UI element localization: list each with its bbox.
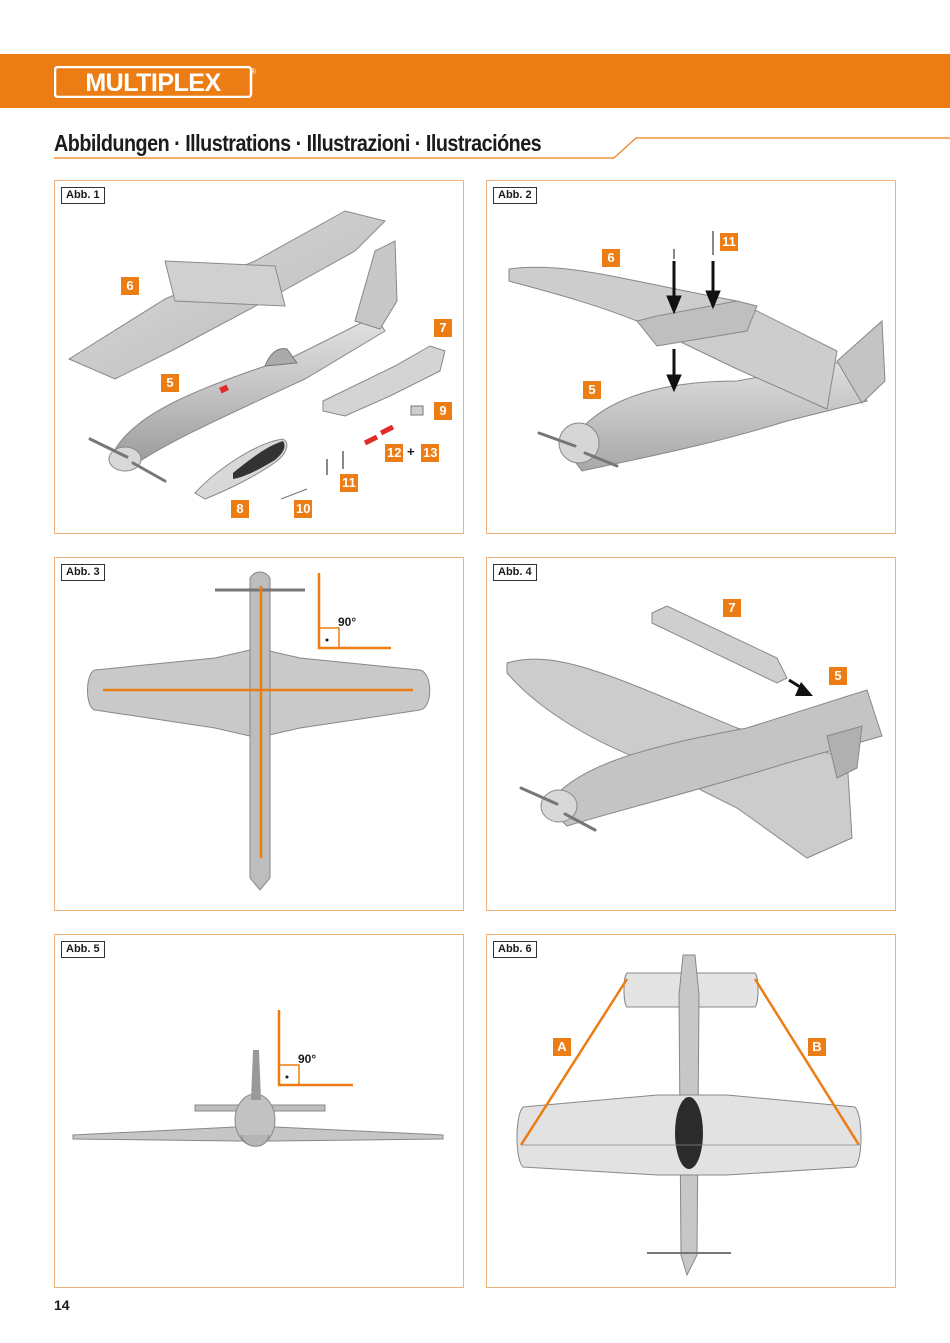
figure-1-label: Abb. 1 — [61, 187, 105, 204]
figure-4-label: Abb. 4 — [493, 564, 537, 581]
part-badge-5: 5 — [161, 374, 179, 392]
plus-sign: + — [407, 444, 415, 459]
part-badge-5: 5 — [829, 667, 847, 685]
figure-3-drawing — [87, 571, 431, 891]
page-title: Abbildungen · Illustrations · Illustrazi… — [54, 130, 542, 156]
figure-2-panel: Abb. 2 6 11 5 — [486, 180, 896, 534]
figure-5-label: Abb. 5 — [61, 941, 105, 958]
part-badge-11: 11 — [720, 233, 738, 251]
figure-1-panel: Abb. 1 6 5 7 9 8 10 11 12 + 13 — [54, 180, 464, 534]
part-badge-10: 10 — [294, 500, 313, 518]
svg-text:MULTIPLEX: MULTIPLEX — [85, 69, 221, 97]
figure-2-drawing — [508, 231, 886, 472]
marker-badge-b: B — [808, 1038, 826, 1056]
angle-label: 90° — [338, 615, 357, 629]
figure-1-drawing — [67, 210, 446, 500]
part-badge-7: 7 — [723, 599, 741, 617]
part-badge-8: 8 — [231, 500, 249, 518]
figure-6-label: Abb. 6 — [493, 941, 537, 958]
figure-6-drawing — [516, 954, 862, 1277]
figure-2-label: Abb. 2 — [493, 187, 537, 204]
figure-5-drawing — [72, 1010, 444, 1147]
page-number: 14 — [54, 1297, 70, 1313]
multiplex-logo: MULTIPLEX ® — [54, 66, 256, 98]
part-badge-12: 12 — [385, 444, 404, 462]
part-badge-6: 6 — [602, 249, 620, 267]
figure-6-panel: Abb. 6 A B — [486, 934, 896, 1288]
title-underline — [54, 137, 950, 159]
part-badge-7: 7 — [434, 319, 452, 337]
figure-4-drawing — [506, 605, 883, 859]
svg-text:®: ® — [250, 67, 256, 76]
figure-4-panel: Abb. 4 7 5 — [486, 557, 896, 911]
part-badge-5: 5 — [583, 381, 601, 399]
figure-3-label: Abb. 3 — [61, 564, 105, 581]
part-badge-9: 9 — [434, 402, 452, 420]
title-area: Abbildungen · Illustrations · Illustrazi… — [54, 130, 950, 164]
figure-5-panel: Abb. 5 90° — [54, 934, 464, 1288]
header-bar — [0, 54, 950, 108]
angle-label: 90° — [298, 1052, 317, 1066]
part-badge-13: 13 — [421, 444, 440, 462]
marker-badge-a: A — [553, 1038, 571, 1056]
part-badge-6: 6 — [121, 277, 139, 295]
part-badge-11: 11 — [340, 474, 358, 492]
figure-3-panel: Abb. 3 90° — [54, 557, 464, 911]
